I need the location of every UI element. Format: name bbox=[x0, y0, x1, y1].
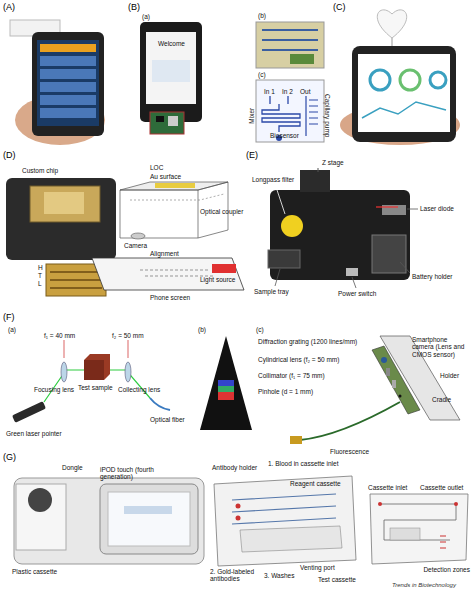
optical-fiber bbox=[150, 398, 170, 410]
phone-screen bbox=[37, 40, 99, 126]
part-label: LOC bbox=[150, 164, 163, 171]
ipod bbox=[100, 484, 198, 554]
circuit-board bbox=[150, 112, 184, 134]
part-label: Antibody holder bbox=[212, 464, 257, 471]
chip-photo bbox=[256, 22, 324, 68]
part-label: Cradle bbox=[432, 396, 451, 403]
laser-pointer bbox=[12, 401, 46, 423]
part-label: Dongle bbox=[62, 464, 83, 471]
test-sample bbox=[84, 360, 104, 380]
part-label: Cassette inlet bbox=[368, 484, 407, 491]
dongle-device bbox=[14, 478, 204, 564]
part-label: H bbox=[38, 264, 43, 271]
sampling-device bbox=[377, 10, 406, 38]
part-label: (c) bbox=[258, 71, 266, 78]
part-label: Z stage bbox=[322, 159, 344, 166]
panel-letter: (E) bbox=[246, 150, 258, 160]
part-label: Reagent cassette bbox=[290, 480, 341, 487]
part-label: Welcome bbox=[158, 40, 185, 47]
part-label: L bbox=[38, 280, 42, 287]
spectrometer-housing bbox=[200, 336, 252, 430]
part-label: f₂ = 50 mm bbox=[112, 332, 144, 339]
part-label: Phone screen bbox=[150, 294, 190, 301]
part-label: Battery holder bbox=[412, 273, 452, 280]
part-label: Test sample bbox=[78, 384, 113, 391]
part-label: 1. Blood in cassette inlet bbox=[268, 460, 342, 467]
chip-schematic bbox=[256, 80, 324, 142]
part-label: (a) bbox=[142, 13, 150, 20]
part-label: Out bbox=[300, 88, 310, 95]
test-cassette bbox=[370, 494, 468, 564]
panel-letter: (G) bbox=[3, 452, 16, 462]
panel-letter: (C) bbox=[333, 2, 346, 12]
power-switch bbox=[346, 268, 358, 276]
part-label: Plastic cassette bbox=[12, 568, 57, 575]
battery-holder bbox=[372, 235, 406, 273]
part-label: Mixer bbox=[248, 108, 255, 124]
part-label: Green laser pointer bbox=[6, 430, 62, 437]
phone-body bbox=[140, 22, 202, 122]
reagent-cassette bbox=[214, 476, 356, 566]
part-label: (b) bbox=[198, 326, 206, 333]
fiber bbox=[300, 402, 400, 440]
part-label: Holder bbox=[440, 372, 459, 379]
part-label: f₁ = 40 mm bbox=[44, 332, 75, 339]
part-label: Capillary pump bbox=[324, 94, 331, 137]
part-label: Collimator (f₁ = 75 mm) bbox=[258, 372, 368, 379]
phone-body bbox=[32, 32, 104, 136]
panel-letter: (F) bbox=[3, 312, 15, 322]
part-label: Detection zones bbox=[423, 566, 470, 573]
light-source bbox=[212, 264, 236, 273]
part-label: Optical coupler bbox=[200, 208, 243, 215]
part-label: Custom chip bbox=[22, 167, 58, 174]
collecting-lens bbox=[125, 362, 131, 382]
part-label: Au surface bbox=[150, 173, 181, 180]
part-label: In 1 bbox=[264, 88, 275, 95]
part-label: Alignment bbox=[150, 250, 179, 257]
part-label: Fluorescence bbox=[330, 448, 369, 455]
part-label: Cassette outlet bbox=[420, 484, 463, 491]
camera-lens bbox=[131, 233, 145, 239]
part-label: (b) bbox=[258, 12, 266, 19]
z-stage bbox=[300, 170, 330, 192]
sample-tray bbox=[268, 250, 300, 268]
part-label: 3. Washes bbox=[264, 572, 294, 579]
part-label: Venting port bbox=[300, 564, 335, 571]
focusing-lens bbox=[61, 362, 67, 382]
panel-letter: (D) bbox=[3, 150, 16, 160]
part-label: 2. Gold-labeled antibodies bbox=[210, 568, 262, 583]
part-label: Sample tray bbox=[254, 288, 289, 295]
part-label: Diffraction grating (1200 lines/mm) bbox=[258, 338, 368, 345]
part-label: Collecting lens bbox=[118, 386, 160, 393]
part-label: (c) bbox=[256, 326, 264, 333]
part-label: Biosensor bbox=[270, 132, 299, 139]
phone-body bbox=[352, 46, 456, 142]
part-label: Longpass filter bbox=[252, 176, 294, 183]
part-label: Focusing lens bbox=[34, 386, 74, 393]
part-label: (a) bbox=[8, 326, 16, 333]
panel-letter: (A) bbox=[3, 2, 15, 12]
part-label: Optical fiber bbox=[150, 416, 185, 423]
phone-photo bbox=[6, 178, 116, 260]
part-label: Cylindrical lens (f₂ = 50 mm) bbox=[258, 356, 368, 363]
part-label: Pinhole (d = 1 mm) bbox=[258, 388, 368, 395]
part-label: Laser diode bbox=[420, 205, 454, 212]
phone-screen-plane bbox=[92, 258, 244, 290]
part-label: In 2 bbox=[282, 88, 293, 95]
part-label: iPOD touch (fourth generation) bbox=[100, 466, 172, 481]
publisher-mark: Trends in Biotechnology bbox=[392, 582, 456, 589]
sample bbox=[281, 215, 303, 237]
part-label: Test cassette bbox=[318, 576, 356, 583]
part-label: Smartphone camera (Lens and CMOS sensor) bbox=[412, 336, 470, 358]
panel-letter: (B) bbox=[128, 2, 140, 12]
part-label: Camera bbox=[124, 242, 147, 249]
part-label: Power switch bbox=[338, 290, 376, 297]
part-label: T bbox=[38, 272, 42, 279]
part-label: Light source bbox=[200, 276, 235, 283]
